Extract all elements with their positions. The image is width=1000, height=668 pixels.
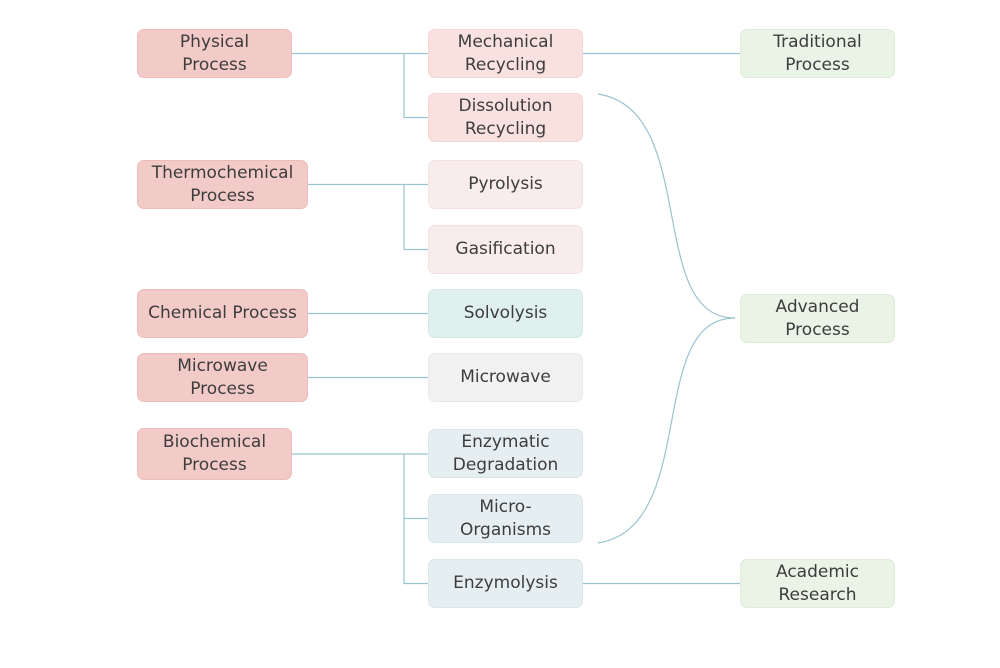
method-microwave: Microwave (428, 353, 583, 402)
method-dissolution-recycling: Dissolution Recycling (428, 93, 583, 142)
method-pyrolysis: Pyrolysis (428, 160, 583, 209)
connector-biochemical-to-enzymolysis (403, 518, 428, 585)
outcome-advanced-process: Advanced Process (740, 294, 895, 343)
method-enzymatic-degradation: Enzymatic Degradation (428, 429, 583, 478)
outcome-traditional-process: Traditional Process (740, 29, 895, 78)
method-enzymolysis: Enzymolysis (428, 559, 583, 608)
category-chemical-process: Chemical Process (137, 289, 308, 338)
category-microwave-process: Microwave Process (137, 353, 308, 402)
method-micro-organisms: Micro- Organisms (428, 494, 583, 543)
category-physical-process: Physical Process (137, 29, 292, 78)
advanced-brace-upper (597, 93, 736, 319)
method-gasification: Gasification (428, 225, 583, 274)
method-solvolysis: Solvolysis (428, 289, 583, 338)
connector-biochemical-to-micro-organisms (403, 454, 428, 520)
connector-thermochemical-to-gasification (403, 184, 428, 251)
method-mechanical-recycling: Mechanical Recycling (428, 29, 583, 78)
category-biochemical-process: Biochemical Process (137, 428, 292, 480)
connector-physical-to-dissolution (403, 53, 428, 119)
advanced-brace-lower (597, 317, 736, 544)
outcome-academic-research: Academic Research (740, 559, 895, 608)
category-thermochemical-process: Thermochemical Process (137, 160, 308, 209)
